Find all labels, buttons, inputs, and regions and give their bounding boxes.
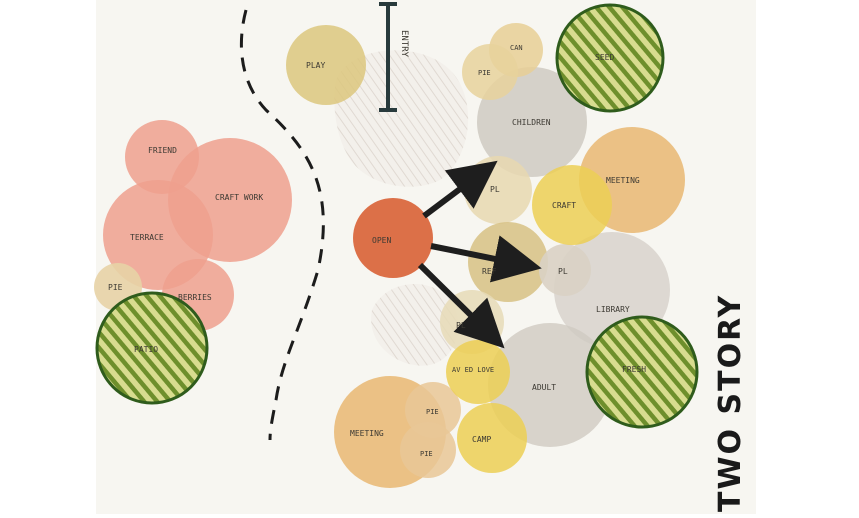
label-pie-left: PIE [108,283,123,292]
label-pie-bottom-b: PIE [420,450,433,458]
diagram-title: TWO STORY [713,294,748,512]
label-berries: BERRIES [178,293,212,302]
bubble-open [353,198,433,278]
label-terrace: TERRACE [130,233,164,242]
bubble-fresh [585,315,699,429]
circulation-zone-lower [371,283,459,366]
label-pl-lower: PL [456,321,466,330]
label-pie-top: PIE [478,69,491,77]
site-boundary-line [239,9,325,441]
entry-label: ENTRY [399,30,409,58]
label-meeting-right: MEETING [606,176,640,185]
left-zone: FRIEND CRAFT WORK TERRACE BERRIES PIE PA… [94,120,292,405]
label-adult: ADULT [532,383,556,392]
label-camp: CAMP [472,435,491,444]
bubble-camp [457,403,527,473]
bubble-play [286,25,366,105]
arrow-to-av-ed [417,262,505,349]
label-library: LIBRARY [596,305,630,314]
label-play: PLAY [306,61,325,70]
bubble-pl-mid [539,244,591,296]
label-craft-right: CRAFT [552,201,576,210]
entry-arrow: ENTRY [379,2,409,112]
label-av-ed-love: AV ED LOVE [452,366,494,374]
label-pie-bottom-a: PIE [426,408,439,416]
label-meeting-bottom: MEETING [350,429,384,438]
label-open: OPEN [372,236,391,245]
arrow-to-children [422,160,498,219]
bubble-patio [95,291,209,405]
bubble-av-ed-love [446,340,510,404]
right-zone: PLAY CAN PIE SEED CHILDREN MEETING PL CR… [286,3,699,488]
label-craft-work: CRAFT WORK [215,193,263,202]
label-can: CAN [510,44,523,52]
bubble-pie-bottom-b [400,422,456,478]
label-children: CHILDREN [512,118,551,127]
label-friend: FRIEND [148,146,177,155]
bubble-craft-right [532,165,612,245]
label-ref: REF [482,267,497,276]
label-fresh: FRESH [622,365,646,374]
label-pl-upper: PL [490,185,500,194]
label-patio: PATIO [134,345,158,354]
bubble-seed [555,3,665,113]
circulation-zone-upper [334,50,469,187]
label-seed: SEED [595,53,614,62]
arrow-to-pl [430,235,542,283]
bubble-pie-top [462,44,518,100]
label-pl-mid: PL [558,267,568,276]
